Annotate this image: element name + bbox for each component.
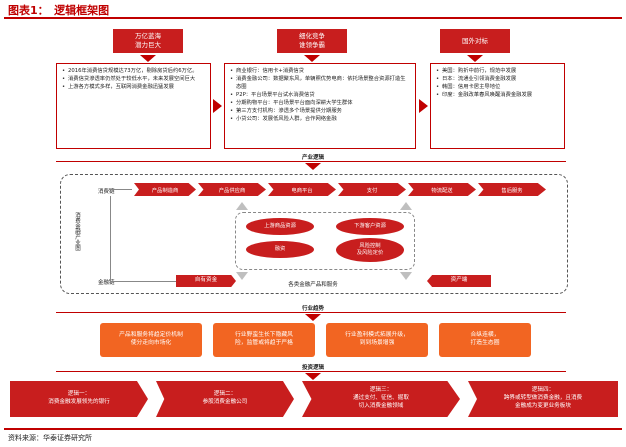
investment-down-arrow bbox=[305, 373, 321, 380]
finance-chain-label: 金融链 bbox=[98, 280, 115, 286]
consumer-chain-label: 消费链 bbox=[98, 189, 115, 195]
industry-trend-label: 行业趋势 bbox=[283, 304, 343, 312]
column-3-list: 美国：购折中前行，规范中发展 日本：流通业引领消费金融发展 韩国：信用卡居主导地… bbox=[430, 63, 565, 149]
oval-upstream: 上游商品资源 bbox=[246, 218, 314, 235]
oval-risk: 风险控制 及风险定价 bbox=[336, 238, 404, 262]
down-arrow-right-gray bbox=[400, 272, 412, 280]
col1-item: 2016年消费信贷规模达73万亿，剔除房贷后约6万亿。 bbox=[62, 68, 205, 76]
chain-payment: 支付 bbox=[338, 183, 406, 196]
trend-box-2: 行业野蛮生长下隐藏风 险，监管或将趋于严格 bbox=[213, 323, 315, 357]
industry-map-frame bbox=[60, 174, 568, 294]
trend-box-4: 合纵连横， 打造生态圈 bbox=[439, 323, 531, 357]
trend-box-1: 产品和服务将趋定价机制 使分走向市场化 bbox=[100, 323, 202, 357]
col2-item: P2P：平台场景平台试水消费信贷 bbox=[230, 92, 410, 100]
header-box-3: 国外对标 bbox=[440, 29, 510, 53]
col1-item: 消费信贷渗透率仍然处于较低水平，未来发展空间巨大 bbox=[62, 76, 205, 84]
chain-manufacturer: 产品制造商 bbox=[134, 183, 196, 196]
chain-aftersales: 售后服务 bbox=[478, 183, 546, 196]
chain-logistics: 物流配送 bbox=[408, 183, 476, 196]
down-arrow-2 bbox=[304, 55, 320, 62]
col3-item: 日本：流通业引领消费金融发展 bbox=[436, 76, 559, 84]
header-3-text: 国外对标 bbox=[462, 36, 488, 45]
self-capital-box: 自有资金 bbox=[176, 275, 236, 287]
title-underline bbox=[4, 17, 622, 19]
consumer-finance-industry-label: 消费金融产业图 bbox=[74, 212, 80, 251]
up-arrow-left bbox=[236, 202, 248, 210]
col2-item: 消费金融公司：数据聚东风，单辆照优势电商：依托场景整合资源打造生态圈 bbox=[230, 76, 410, 92]
col2-item: 商业银行：信用卡+消费信贷 bbox=[230, 68, 410, 76]
chain-supplier: 产品供应商 bbox=[198, 183, 266, 196]
col1-item: 上游各方模式多样，互联网消费金融迅猛发展 bbox=[62, 84, 205, 92]
column-2-list: 商业银行：信用卡+消费信贷 消费金融公司：数据聚东风，单辆照优势电商：依托场景整… bbox=[224, 63, 416, 149]
logic-box-1: 逻辑一： 消费金融发展领先的银行 bbox=[10, 381, 148, 417]
inner-resource-frame bbox=[235, 212, 415, 270]
chain-ecommerce: 电商平台 bbox=[268, 183, 336, 196]
col3-item: 韩国：信用卡居主导地位 bbox=[436, 84, 559, 92]
logic-box-4: 逻辑四： 跨界或转型做消费金融，且消费 金融成为变更业务板块 bbox=[468, 381, 618, 417]
right-arrow-1 bbox=[213, 99, 222, 113]
assets-box: 资产端 bbox=[427, 275, 491, 287]
finance-chain-connector bbox=[110, 281, 176, 282]
source-note: 资料来源：华泰证券研究所 bbox=[8, 434, 92, 442]
header-1-text: 万亿蓝海 潜力巨大 bbox=[135, 32, 161, 49]
trend-line bbox=[56, 312, 566, 313]
oval-downstream: 下游客户资源 bbox=[336, 218, 404, 235]
down-arrow-left-gray bbox=[236, 272, 248, 280]
col2-item: 第三方支付机构：渗透多个场景提供分期服务 bbox=[230, 108, 410, 116]
logic-box-3: 逻辑三： 通过支付、征信、掘取 切入消费金融领域 bbox=[302, 381, 460, 417]
col2-item: 分期购物平台：平台场景平台面向深耕大学生群体 bbox=[230, 100, 410, 108]
industry-logic-label: 产业逻辑 bbox=[278, 153, 348, 161]
oval-financing: 融资 bbox=[246, 241, 314, 258]
products-label: 各类金融产品和服务 bbox=[288, 282, 338, 288]
bottom-rule bbox=[4, 428, 622, 430]
industry-logic-line bbox=[56, 161, 566, 162]
header-box-1: 万亿蓝海 潜力巨大 bbox=[113, 29, 183, 53]
col3-item: 美国：购折中前行，规范中发展 bbox=[436, 68, 559, 76]
figure-title: 图表1： 逻辑框架图 bbox=[8, 4, 110, 17]
investment-logic-label: 投资逻辑 bbox=[283, 363, 343, 371]
logic-box-2: 逻辑二： 参股消费金融公司 bbox=[156, 381, 294, 417]
column-1-list: 2016年消费信贷规模达73万亿，剔除房贷后约6万亿。 消费信贷渗透率仍然处于较… bbox=[56, 63, 211, 149]
trend-down-arrow bbox=[305, 314, 321, 321]
industry-down-arrow bbox=[305, 163, 321, 170]
right-arrow-2 bbox=[419, 99, 428, 113]
down-arrow-3 bbox=[467, 55, 483, 62]
consumer-chain-connector bbox=[110, 189, 132, 190]
down-arrow-1 bbox=[140, 55, 156, 62]
header-2-text: 细化竞争 谁领争霸 bbox=[299, 32, 325, 49]
trend-box-3: 行业盈利模式拓展升级， 到到场景增强 bbox=[326, 323, 428, 357]
col3-item: 印度：金融改革春风唤醒消费金融发展 bbox=[436, 92, 559, 100]
investment-line bbox=[56, 371, 566, 372]
header-box-2: 细化竞争 谁领争霸 bbox=[277, 29, 347, 53]
up-arrow-right bbox=[400, 202, 412, 210]
chain-connector-line bbox=[110, 196, 111, 284]
col2-item: 小贷公司：发展低风险人群，合作网络金融 bbox=[230, 116, 410, 124]
